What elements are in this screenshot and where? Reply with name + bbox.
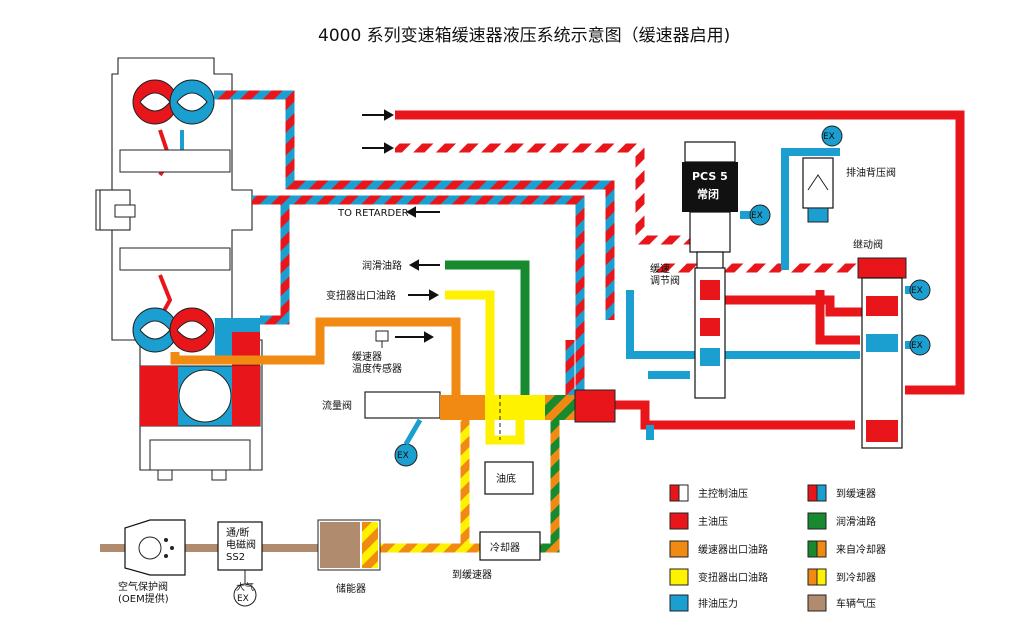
svg-text:EX: EX xyxy=(823,132,835,142)
air-protection-valve xyxy=(124,519,186,576)
temp-sensor-label: 缓速器温度传感器 xyxy=(352,350,402,375)
to-retarder-label: TO RETARDER xyxy=(337,208,409,219)
cooler-box xyxy=(479,531,541,561)
ex-port-relay-1: EX xyxy=(909,279,931,301)
ex-port-pcs: EX xyxy=(749,204,771,226)
flow-arrows xyxy=(362,109,440,343)
accumulator-label: 储能器 xyxy=(336,582,366,595)
sump-box xyxy=(484,461,534,495)
air-valve-label: 空气保护阀(OEM提供) xyxy=(118,580,169,605)
converter-out-label: 变扭器出口油路 xyxy=(326,289,396,302)
svg-text:EX: EX xyxy=(911,341,923,351)
ex-port-flow: EX xyxy=(394,443,418,467)
legend-label-air: 车辆气压 xyxy=(836,597,876,610)
hydraulic-lines xyxy=(100,90,965,553)
legend-label-lube: 润滑油路 xyxy=(836,515,876,528)
legend-label-exhaust: 排油压力 xyxy=(698,597,738,610)
legend-label-from_cooler: 来自冷却器 xyxy=(836,543,886,556)
pcs5-state: 常闭 xyxy=(697,187,719,201)
accumulator xyxy=(317,519,381,571)
svg-text:EX: EX xyxy=(751,211,763,221)
ex-port-relay-2: EX xyxy=(909,334,931,356)
legend-label-to_retarder: 到缓速器 xyxy=(836,487,876,500)
to-retarder-cn-label: 到缓速器 xyxy=(452,568,492,581)
exhaust-ports: EX EX EX EX EX xyxy=(394,125,931,467)
pcs5-solenoid: PCS 5 常闭 xyxy=(682,141,738,271)
legend-label-conv_out: 变扭器出口油路 xyxy=(698,571,768,584)
ss2-solenoid xyxy=(217,521,263,607)
backpressure-valve-label: 排油背压阀 xyxy=(846,166,896,179)
legend-swatch-to_cooler xyxy=(807,568,827,586)
sump-label: 油底 xyxy=(496,472,516,485)
svg-text:EX: EX xyxy=(397,451,409,461)
cooler-label: 冷却器 xyxy=(490,541,520,554)
retarder-regulator-valve xyxy=(694,267,726,399)
regulator-valve-label: 缓速调节阀 xyxy=(650,262,680,287)
legend-swatch-ret_out xyxy=(669,540,689,558)
legend-swatch-lube xyxy=(807,512,827,530)
atmos-label: 大气 xyxy=(236,581,254,593)
svg-text:EX: EX xyxy=(911,286,923,296)
flow-valve-label: 流量阀 xyxy=(322,399,352,412)
lube-line-label: 润滑油路 xyxy=(362,259,402,272)
retarder-housing xyxy=(95,57,263,481)
pcs5-label: PCS 5 xyxy=(692,170,728,183)
legend-swatch-air xyxy=(807,594,827,612)
diagram-title: 4000 系列变速箱缓速器液压系统示意图（缓速器启用) xyxy=(318,26,730,46)
relay-valve-label: 继动阀 xyxy=(853,238,883,251)
exhaust-backpressure-valve xyxy=(802,157,834,223)
legend-swatch-main_control xyxy=(669,484,689,502)
legend-swatch-exhaust xyxy=(669,594,689,612)
legend-swatch-main xyxy=(669,512,689,530)
ex-port-backpressure: EX xyxy=(821,125,843,147)
legend-swatch-conv_out xyxy=(669,568,689,586)
legend-label-main: 主油压 xyxy=(698,515,728,528)
legend-label-main_control: 主控制油压 xyxy=(698,487,748,500)
relay-valve xyxy=(857,257,907,449)
legend-swatch-from_cooler xyxy=(807,540,827,558)
temp-sensor: 缓速器温度传感器 xyxy=(352,330,402,375)
atmos-ex-label: EX xyxy=(237,594,249,604)
legend-swatch-to_retarder xyxy=(807,484,827,502)
legend-label-ret_out: 缓速器出口油路 xyxy=(698,543,768,556)
legend-label-to_cooler: 到冷却器 xyxy=(836,571,876,584)
